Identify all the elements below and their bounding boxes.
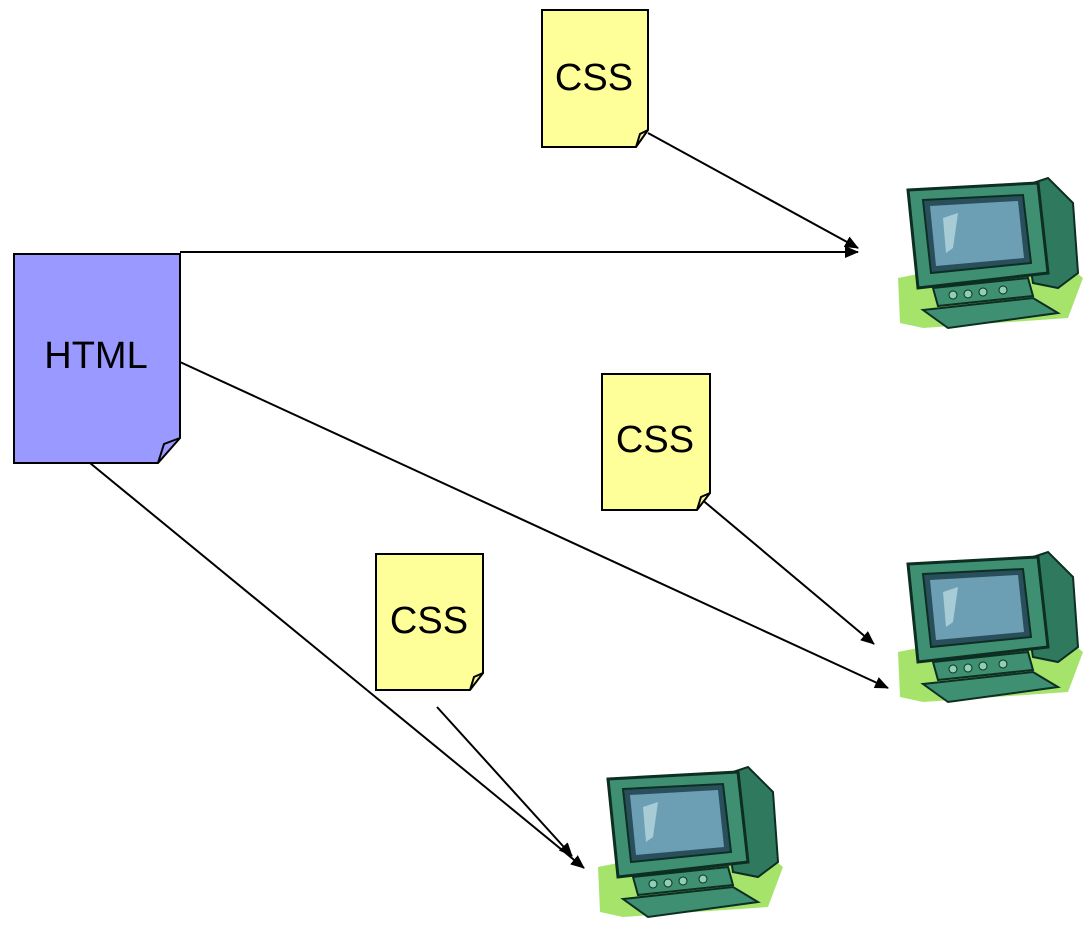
arrow-html-to-computer-2 (179, 361, 889, 689)
html-document-fold (157, 437, 181, 464)
arrow-css-3-to-computer-3 (436, 706, 573, 857)
computer-monitor-icon (596, 765, 785, 919)
computer-monitor-icon (896, 176, 1083, 330)
css-document-3-label: CSS (390, 600, 468, 642)
css-document-1: CSS (541, 9, 649, 148)
css-document-3-fold (469, 672, 484, 691)
arrow-css-2-to-computer-2 (699, 497, 875, 645)
css-document-1-page (541, 9, 649, 148)
html-document-page (13, 253, 181, 464)
html-document-label: HTML (44, 335, 147, 377)
css-document-2-page (601, 373, 711, 511)
arrow-html-to-computer-3 (89, 462, 585, 869)
arrow-css-1-to-computer-1 (647, 132, 859, 249)
computer-monitor-icon (896, 550, 1083, 704)
css-document-1-label: CSS (555, 57, 633, 99)
css-document-1-fold (635, 129, 649, 148)
css-document-2-label: CSS (616, 419, 694, 461)
css-document-2: CSS (601, 373, 711, 511)
html-document: HTML (13, 253, 181, 464)
css-document-3-page (375, 553, 484, 691)
css-document-3: CSS (375, 553, 484, 691)
css-document-2-fold (696, 492, 711, 511)
